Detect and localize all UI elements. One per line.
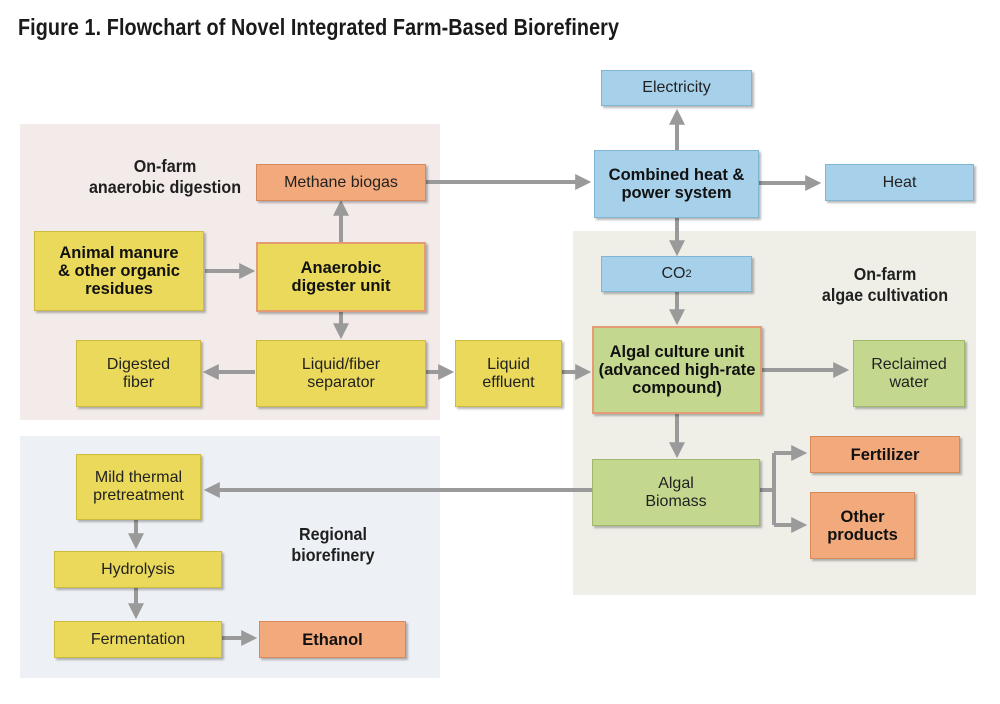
- ethanol-box: Ethanol: [259, 621, 406, 658]
- electricity-box: Electricity: [601, 70, 752, 106]
- mild-thermal-pretreatment-box: Mild thermal pretreatment: [76, 454, 201, 520]
- regional-biorefinery-label: Regional biorefinery: [291, 524, 375, 565]
- liquid-effluent-box: Liquid effluent: [455, 340, 562, 407]
- algal-culture-unit-box: Algal culture unit (advanced high-rate c…: [592, 326, 762, 414]
- heat-box: Heat: [825, 164, 974, 201]
- animal-manure-box: Animal manure & other organic residues: [34, 231, 204, 311]
- methane-biogas-box: Methane biogas: [256, 164, 426, 201]
- chp-box: Combined heat & power system: [594, 150, 759, 218]
- algal-biomass-box: Algal Biomass: [592, 459, 760, 526]
- other-products-box: Other products: [810, 492, 915, 559]
- algae-cultivation-label: On-farm algae cultivation: [821, 264, 949, 305]
- anaerobic-digester-box: Anaerobic digester unit: [256, 242, 426, 312]
- co2-label: CO: [661, 265, 686, 282]
- figure-title: Figure 1. Flowchart of Novel Integrated …: [18, 14, 620, 40]
- anaerobic-digestion-label: On-farm anaerobic digestion: [88, 156, 242, 197]
- fertilizer-box: Fertilizer: [810, 436, 960, 473]
- digested-fiber-box: Digested fiber: [76, 340, 201, 407]
- arrow-biomass-branch: [760, 453, 776, 492]
- liquid-fiber-separator-box: Liquid/fiber separator: [256, 340, 426, 407]
- co2-subscript: 2: [685, 268, 692, 280]
- fermentation-box: Fermentation: [54, 621, 222, 658]
- reclaimed-water-box: Reclaimed water: [853, 340, 965, 407]
- hydrolysis-box: Hydrolysis: [54, 551, 222, 588]
